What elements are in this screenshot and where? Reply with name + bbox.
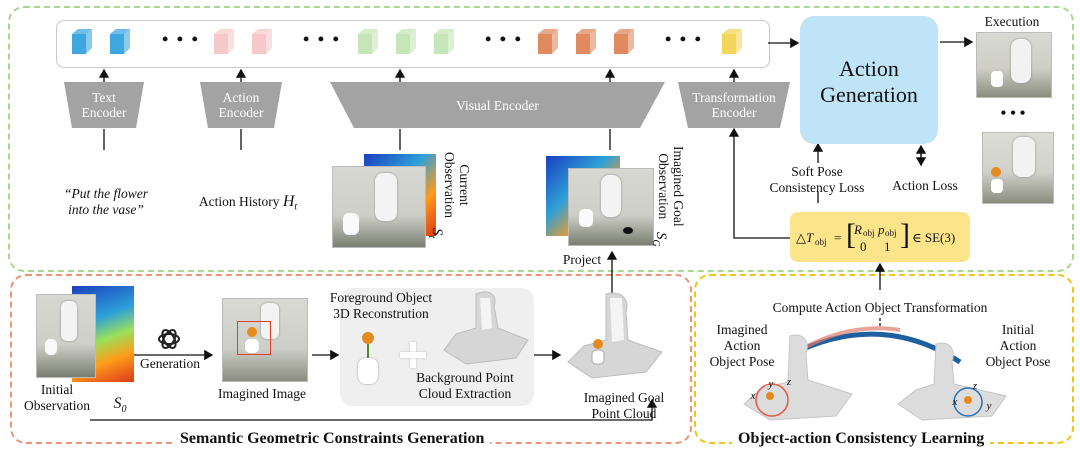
execution-image-1: [976, 32, 1052, 98]
token-cube: [358, 29, 378, 54]
token-cube: [538, 29, 558, 54]
goal-observation-image: [568, 168, 654, 246]
token-cube: [576, 29, 596, 54]
token-cube: [110, 29, 130, 54]
execution-label: Execution: [984, 14, 1040, 29]
action-generation-box: [800, 16, 938, 144]
token-cube: [614, 29, 634, 54]
token-cube: [434, 29, 454, 54]
token-dots-2: • • •: [303, 29, 341, 49]
model-region-border: [8, 6, 1074, 272]
foreground-flower-vase: [356, 332, 380, 386]
formula: △T obj = [ R obj p obj 0 1 ] ∈ SE(3): [796, 218, 956, 255]
token-cube: [214, 29, 234, 54]
imagined-pose-cloud: [743, 334, 853, 421]
imagined-image: [222, 298, 308, 382]
generation-model-icon: [158, 328, 180, 350]
action-history: Action History Ht: [198, 193, 298, 213]
current-observation-image: [332, 166, 426, 248]
action-generation-label: Action Generation: [820, 56, 918, 107]
imagined-axis-z: z: [786, 376, 792, 388]
token-cube: [396, 29, 416, 54]
execution-ellipsis: • • •: [1000, 105, 1026, 122]
background-point-cloud: [443, 291, 529, 365]
consistency-section-title: Object-action Consistency Learning: [732, 430, 991, 448]
action-encoder-shape: [200, 82, 282, 128]
token-dots-3: • • •: [485, 29, 523, 49]
imagined-goal-observation-label: Imagined Goal Observation: [656, 146, 686, 227]
imagined-axis-y: y: [768, 378, 774, 390]
compute-transformation-label: Compute Action Object Transformation: [772, 300, 988, 315]
execution-image-2: [982, 132, 1054, 204]
imagined-image-label: Imagined Image: [217, 386, 307, 401]
formula-box: [790, 212, 970, 262]
token-cube: [722, 29, 742, 54]
imagined-goal-point-cloud-label: Imagined Goal Point Cloud: [583, 390, 665, 421]
current-observation-label: Current Observation: [442, 152, 472, 218]
initial-observation-image: [36, 294, 96, 378]
imagined-goal-point-cloud: [567, 292, 663, 379]
soft-pose-loss-label: Soft Pose Consistency Loss: [769, 164, 865, 195]
text-encoder-shape: [64, 82, 144, 128]
initial-pose-cloud: [897, 342, 1007, 421]
imagined-action-pose-label: Imagined Action Object Pose: [709, 322, 775, 369]
token-dots-4: • • •: [665, 29, 703, 49]
imagined-axis-x: x: [750, 390, 756, 402]
token-dots-1: • • •: [162, 29, 200, 49]
initial-observation-label: Initial Observation: [24, 382, 90, 413]
current-observation-symbol: St: [426, 228, 445, 239]
background-extraction-label: Background Point Cloud Extraction: [416, 370, 514, 401]
project-label: Project: [562, 252, 602, 267]
generation-label: Generation: [140, 356, 200, 371]
initial-axis-z: z: [972, 380, 978, 392]
initial-action-pose-label: Initial Action Object Pose: [985, 322, 1051, 369]
plus-icon: [400, 342, 426, 368]
foreground-reconstruction-label: Foreground Object 3D Reconstrution: [329, 290, 433, 321]
transformation-encoder-shape: [678, 82, 790, 128]
token-cube: [72, 29, 92, 54]
token-cube: [252, 29, 272, 54]
action-loss-label: Action Loss: [892, 178, 958, 193]
instruction-text: “Put the flower into the vase”: [64, 186, 148, 217]
visual-encoder-shape: [330, 82, 665, 128]
initial-axis-x: x: [952, 396, 958, 408]
initial-observation-symbol: S0: [113, 395, 127, 416]
initial-axis-y: y: [986, 400, 992, 412]
semantic-section-title: Semantic Geometric Constraints Generatio…: [174, 430, 491, 448]
imagined-goal-observation-symbol: SG: [650, 232, 669, 247]
